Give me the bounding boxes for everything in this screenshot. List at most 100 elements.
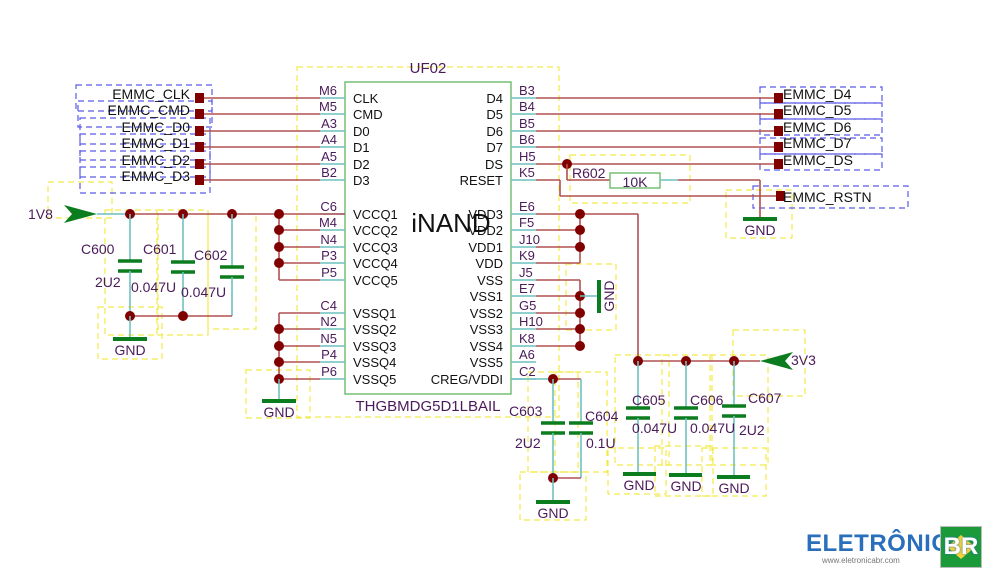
power-port-arrow-icon[interactable]: [64, 205, 97, 223]
junction-dot: [575, 308, 585, 318]
net-port[interactable]: [195, 93, 204, 103]
pin-number: A6: [519, 347, 535, 362]
chip-flag-icon: BR: [940, 526, 982, 568]
pin-number: N5: [320, 331, 337, 346]
pin-number: E7: [519, 281, 535, 296]
pin-number: B5: [519, 116, 535, 131]
net-box: [752, 185, 909, 209]
pin-number: F5: [519, 215, 534, 230]
net-label[interactable]: EMMC_D0: [122, 119, 191, 135]
pin-number: P3: [321, 248, 337, 263]
pin-number: A5: [321, 149, 337, 164]
cap-ref: C603: [509, 403, 543, 419]
net-label[interactable]: EMMC_D1: [122, 135, 191, 151]
junction-dot: [274, 357, 284, 367]
net-label[interactable]: EMMC_D3: [122, 168, 191, 184]
net-label-emmc-rstn[interactable]: EMMC_RSTN: [783, 189, 872, 205]
pin-name: D3: [353, 173, 370, 188]
net-label[interactable]: EMMC_DS: [783, 152, 853, 168]
pin-number: H5: [519, 149, 536, 164]
net-port[interactable]: [774, 142, 783, 152]
1v8-label: 1V8: [28, 206, 53, 222]
pin-number: M5: [319, 99, 337, 114]
net-port[interactable]: [195, 175, 204, 185]
net-port[interactable]: [195, 109, 204, 119]
net-label[interactable]: EMMC_D4: [783, 86, 852, 102]
net-port[interactable]: [195, 142, 204, 152]
pin-number: C2: [519, 364, 536, 379]
cap-ref: C604: [585, 408, 619, 424]
pin-number: K5: [519, 165, 535, 180]
1v8-rail: 1V8 GND C600 2U2 C601 0.047U C602 0.047U: [28, 205, 345, 358]
pin-name: D2: [353, 157, 370, 172]
resistor-ref: R602: [572, 165, 606, 181]
cap-value: 0.1U: [586, 435, 616, 451]
pin-number: M6: [319, 83, 337, 98]
net-label[interactable]: EMMC_D2: [122, 152, 191, 168]
pin-number: C6: [320, 199, 337, 214]
pin-number: J5: [519, 265, 533, 280]
logo-url: www.eletronicabr.com: [822, 556, 900, 565]
gnd-label: GND: [744, 222, 775, 238]
net-port[interactable]: [195, 126, 204, 136]
pin-number: B2: [321, 165, 337, 180]
cap-value: 2U2: [515, 435, 541, 451]
left-pin-group: M6CLKM5CMDA3D0A4D1A5D2B2D3C6VCCQ1M4VCCQ2…: [319, 83, 398, 387]
pin-name: VCCQ2: [353, 223, 398, 238]
net-label[interactable]: EMMC_D6: [783, 119, 852, 135]
net-label[interactable]: EMMC_D7: [783, 135, 852, 151]
pin-name: VCCQ4: [353, 256, 398, 271]
c606-box: [661, 354, 713, 466]
eletronicabr-logo: ELETRÔNICA www.eletronicabr.com BR: [806, 524, 996, 570]
pin-name: VSSQ1: [353, 306, 396, 321]
pin-name: VCCQ1: [353, 207, 398, 222]
pin-number: G5: [519, 298, 536, 313]
net-port-emmc-rstn[interactable]: [776, 191, 785, 201]
gnd-label: GND: [114, 342, 145, 358]
pin-number: B3: [519, 83, 535, 98]
pin-number: B6: [519, 132, 535, 147]
gnd-label: GND: [670, 478, 701, 494]
power-port-arrow-icon[interactable]: [760, 352, 793, 370]
junction-dot: [274, 324, 284, 334]
net-port[interactable]: [774, 159, 783, 169]
cap-ref: C600: [81, 241, 115, 257]
pin-name: CMD: [353, 107, 383, 122]
pin-name: RESET: [460, 173, 503, 188]
gnd-box-7: [654, 445, 714, 497]
pin-name: VDD2: [468, 223, 503, 238]
net-port[interactable]: [774, 109, 783, 119]
pin-name: VSSQ5: [353, 372, 396, 387]
ic-body[interactable]: [344, 81, 512, 395]
pin-name: VDD1: [468, 240, 503, 255]
junction-dot: [178, 311, 188, 321]
cap-value: 2U2: [95, 274, 121, 290]
junction-dot: [274, 341, 284, 351]
pin-name: D1: [353, 140, 370, 155]
cap-ref: C607: [748, 390, 782, 406]
net-port[interactable]: [774, 126, 783, 136]
pin-name: CREG/VDDI: [431, 372, 503, 387]
pin-number: B4: [519, 99, 535, 114]
net-port[interactable]: [195, 159, 204, 169]
left-signal-wires: EMMC_CLKEMMC_CMDEMMC_D0EMMC_D1EMMC_D2EMM…: [108, 86, 320, 185]
net-box: [759, 86, 883, 104]
net-label[interactable]: EMMC_D5: [783, 102, 852, 118]
net-label[interactable]: EMMC_CMD: [108, 102, 190, 118]
net-label[interactable]: EMMC_CLK: [112, 86, 190, 102]
pin-name: VCCQ3: [353, 240, 398, 255]
right-pin-group: B3D4B4D5B5D6B6D7H5DSK5RESETE6VDD3F5VDD2J…: [431, 83, 543, 387]
cap-ref: C606: [690, 392, 724, 408]
gnd-label: GND: [718, 480, 749, 496]
pin-name: DS: [485, 157, 503, 172]
junction-dot: [575, 324, 585, 334]
pin-number: A3: [321, 116, 337, 131]
creg-caps: GND C603 2U2 C604 0.1U: [509, 374, 619, 521]
cap-value: 0.047U: [131, 279, 176, 295]
net-port[interactable]: [774, 93, 783, 103]
pin-name: D6: [486, 124, 503, 139]
junction-dot: [274, 209, 284, 219]
pin-number: E6: [519, 199, 535, 214]
pin-number: P5: [321, 265, 337, 280]
pin-number: P6: [321, 364, 337, 379]
